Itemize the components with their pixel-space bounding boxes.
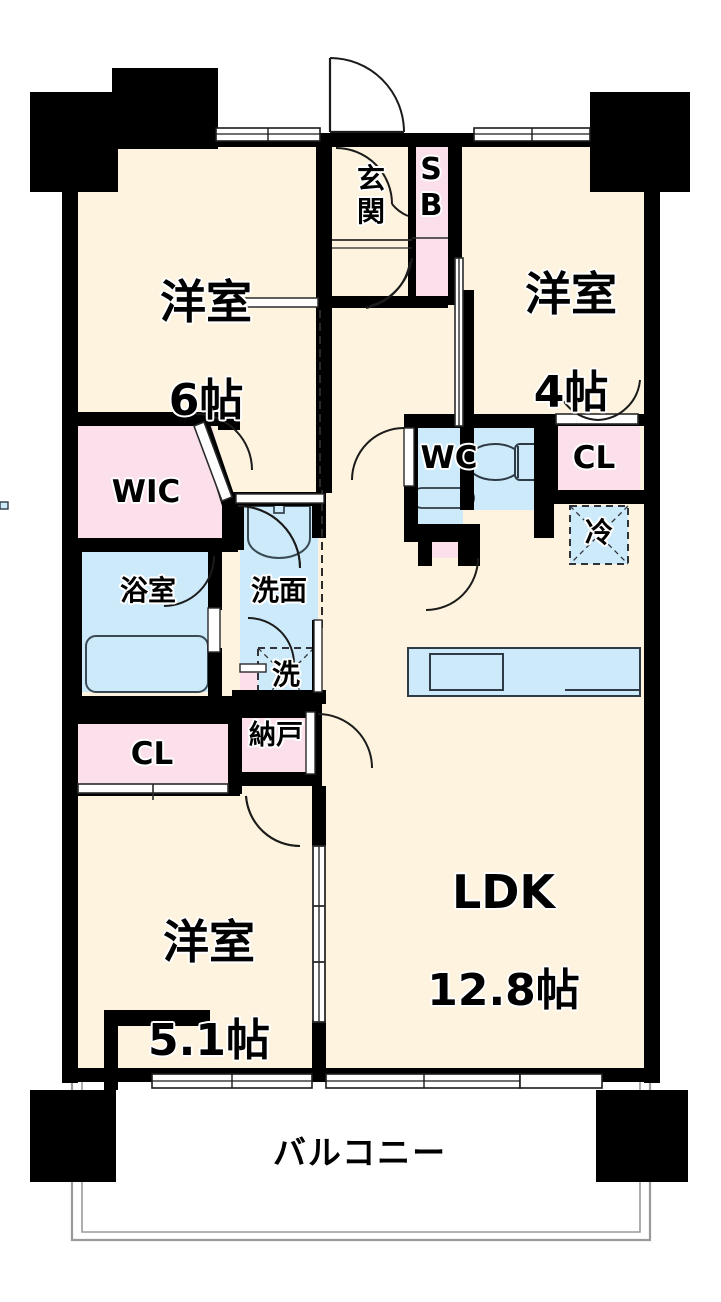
wall-clleft-top: [68, 710, 240, 724]
wall-nando-bottom: [232, 772, 322, 786]
floor-fills: [62, 133, 660, 1080]
wall-wic-top: [68, 412, 218, 426]
cl-right-fill: [552, 424, 640, 496]
wall-clright-bottom: [546, 490, 646, 504]
wic-fill: [78, 424, 232, 540]
wall-genkan-left: [316, 133, 332, 493]
wall-genkan-bottom: [332, 296, 448, 308]
balcony-area: [62, 1078, 660, 1242]
wall-shoebox-left: [408, 140, 416, 298]
bathtub-fixture: [85, 635, 209, 693]
interior-floor: [62, 133, 660, 1080]
door-swings: [163, 57, 641, 848]
vanity-sink-icon: [247, 505, 311, 559]
pillar-bottom-right: [596, 1090, 688, 1182]
refrigerator-dashed-box: [569, 505, 629, 565]
cl-left-fill: [78, 722, 228, 790]
pillar-bottom-left: [30, 1090, 116, 1182]
wall-washroom-bottom: [232, 690, 326, 704]
nando-fill: [240, 718, 312, 778]
wall-center-lower-a: [312, 786, 326, 846]
wall-wc-top: [404, 414, 554, 428]
wall-nando-top: [232, 704, 322, 718]
wall-right-outer: [644, 133, 660, 1083]
fixtures: [0, 443, 641, 705]
wall-center-lower-b: [312, 1020, 326, 1082]
wall-bath-bottom: [68, 696, 238, 710]
kitchen-counter-sink: [407, 647, 641, 697]
wall-wic-bottom: [68, 538, 238, 552]
wall-bath-left: [68, 538, 82, 710]
wall-bath-right-b: [208, 648, 222, 710]
shoebox-fill: [412, 140, 448, 300]
wall-bath-right-a: [208, 548, 222, 610]
windows: [151, 127, 603, 1089]
wc-fill-b: [415, 424, 463, 536]
toilet-fixture: [466, 443, 542, 481]
